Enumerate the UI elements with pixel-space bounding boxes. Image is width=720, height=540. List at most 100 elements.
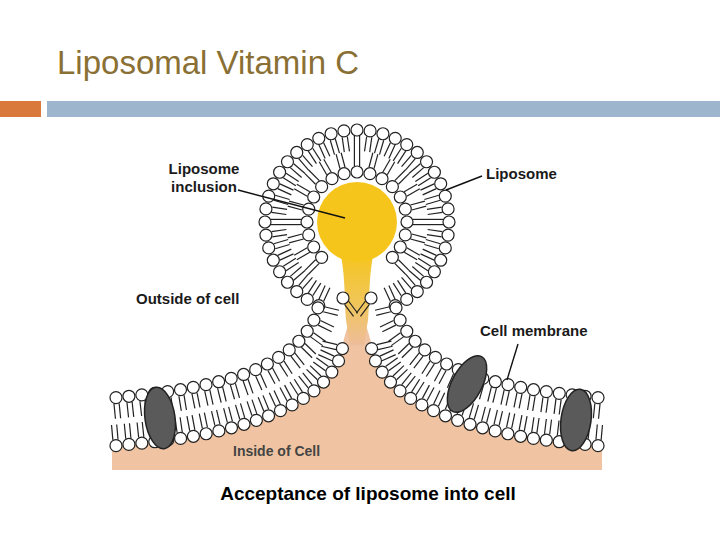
lipid-tail — [596, 425, 597, 440]
lipid-tail — [324, 159, 332, 172]
lipid-tail — [546, 398, 548, 413]
lipid-tail — [379, 140, 383, 154]
lipid-tail — [285, 385, 292, 398]
lipid-tail — [342, 137, 344, 152]
lipid-tail — [272, 207, 287, 209]
lipid-head — [376, 173, 388, 185]
lipid-head — [364, 125, 376, 137]
lipid-head — [439, 242, 451, 254]
lipid-tail — [140, 401, 142, 416]
lipid-tail — [288, 234, 302, 238]
phospholipid — [540, 386, 552, 413]
lipid-tail — [422, 361, 430, 374]
lipid-tail — [336, 154, 340, 168]
phospholipid — [528, 384, 540, 411]
lipid-tail — [286, 219, 301, 220]
lipid-tail — [199, 414, 202, 429]
lipid-tail — [544, 419, 546, 434]
lipid-tail — [354, 136, 355, 151]
phospholipid — [319, 159, 338, 184]
lipid-tail — [424, 195, 438, 199]
phospholipid — [110, 425, 122, 452]
lipid-head — [316, 251, 328, 263]
lipid-tail — [280, 184, 294, 190]
lipid-head — [452, 414, 464, 426]
phospholipid — [515, 415, 527, 442]
lipid-head — [333, 355, 345, 367]
phospholipid — [288, 229, 315, 243]
phospholipid — [592, 392, 604, 419]
lipid-tail — [310, 366, 321, 376]
lipid-head — [313, 132, 325, 144]
lipid-tail — [305, 260, 316, 271]
lipid-head — [261, 358, 273, 370]
lipid-head — [592, 440, 604, 452]
lipid-tail — [303, 277, 313, 288]
leader-line — [507, 344, 518, 380]
phospholipid — [416, 385, 434, 411]
phospholipid — [263, 240, 290, 254]
lipid-head — [389, 132, 401, 144]
phospholipid — [501, 379, 514, 406]
protein — [439, 350, 495, 419]
lipid-tail — [272, 212, 287, 214]
lipid-head — [515, 381, 527, 393]
lipid-tail — [243, 381, 248, 395]
lipid-head — [259, 216, 271, 228]
lipid-head — [351, 166, 363, 178]
lipid-tail — [404, 252, 417, 260]
lipid-tail — [514, 393, 517, 408]
phospholipid — [259, 216, 286, 228]
lipid-tail — [398, 344, 409, 354]
lipid-tail — [422, 385, 429, 398]
lipid-head — [477, 422, 489, 434]
lipid-head — [200, 428, 212, 440]
lipid-head — [384, 376, 396, 388]
lipid-head — [419, 344, 431, 356]
lipid-tail — [413, 219, 428, 220]
lipid-tail — [407, 248, 420, 256]
lipid-head — [308, 314, 320, 326]
lipid-head — [308, 191, 320, 203]
lipid-head — [376, 366, 388, 378]
lipid-tail — [506, 391, 509, 406]
phospholipid — [428, 216, 455, 228]
lipid-head — [592, 392, 604, 404]
lipid-tail — [519, 394, 522, 409]
lipid-tail — [365, 137, 367, 152]
phospholipid — [281, 156, 305, 178]
lipid-tail — [320, 320, 333, 327]
phospholipid — [301, 325, 326, 345]
leader-lines — [238, 176, 518, 380]
lipid-tail — [230, 385, 234, 399]
lipid-head — [442, 229, 454, 241]
lipid-tail — [278, 249, 292, 255]
lipid-tail — [554, 399, 556, 414]
phospholipid — [308, 314, 334, 332]
lipid-head — [337, 292, 349, 304]
lipid-tail — [428, 219, 443, 220]
lipid-head — [386, 181, 398, 193]
lipid-tail — [274, 390, 280, 404]
phospholipid — [260, 229, 287, 241]
lipid-tail — [413, 224, 428, 225]
lipid-head — [301, 139, 313, 151]
lipid-head — [238, 418, 250, 430]
phospholipid — [388, 325, 413, 345]
lipid-tail — [294, 248, 307, 256]
lipid-head — [263, 242, 275, 254]
lipid-tail — [335, 139, 339, 153]
phospholipid — [200, 379, 213, 406]
lipid-tail — [187, 416, 190, 431]
lipid-head — [502, 428, 514, 440]
lipid-tail — [415, 173, 428, 181]
lipid-head — [338, 125, 350, 137]
lipid-head — [351, 124, 363, 136]
membrane-proteins — [141, 350, 595, 453]
lipid-tail — [410, 201, 424, 205]
phospholipid — [187, 415, 199, 442]
lipid-head — [312, 302, 324, 314]
lipid-head — [174, 384, 186, 396]
part-label: Inside of Cell — [233, 443, 320, 460]
lipid-head — [528, 384, 540, 396]
